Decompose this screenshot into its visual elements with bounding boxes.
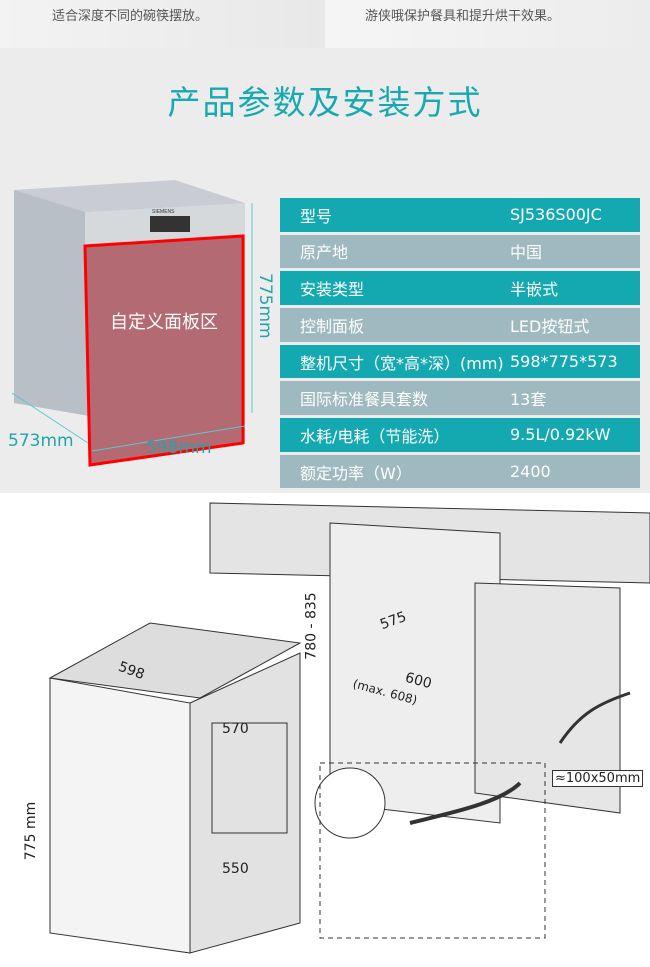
table-row: 原产地 中国: [280, 234, 640, 269]
width-label: 598mm: [146, 438, 212, 458]
spec-key: 型号: [300, 206, 333, 226]
dim-780-835: 780 - 835: [303, 592, 320, 660]
panel-label: 自定义面板区: [110, 312, 218, 333]
spec-value: SJ536S00JC: [510, 205, 602, 225]
dim-775: 775 mm: [23, 801, 40, 861]
spec-table: 型号 SJ536S00JC 原产地 中国 安装类型 半嵌式 控制面板 LED按钮式 整机…: [280, 198, 640, 492]
table-row: 额定功率（W） 2400: [280, 454, 640, 489]
brand-logo: SIEMENS: [152, 209, 175, 215]
spec-key: 控制面板: [300, 316, 365, 336]
spec-key: 国际标准餐具套数: [300, 390, 429, 410]
table-row: 国际标准餐具套数 13套: [280, 381, 640, 415]
installation-diagram: 598 570 550 775 mm 780 - 835 575 600 (ma…: [0, 493, 650, 963]
section-title: 产品参数及安装方式: [167, 83, 483, 122]
spec-value: LED按钮式: [510, 316, 590, 336]
height-label: 775mm: [255, 273, 275, 339]
spec-value: 半嵌式: [510, 280, 559, 300]
top-right-text: 游侠哦保护餐具和提升烘干效果。: [365, 9, 561, 24]
spec-key: 整机尺寸（宽*高*深）(mm): [300, 353, 504, 373]
spec-value: 13套: [510, 390, 547, 410]
spec-section: 产品参数及安装方式 SIEMENS 自定义面板区 775mm 573mm 598…: [0, 48, 650, 493]
spec-key: 额定功率（W）: [300, 463, 412, 483]
installation-drawing: [48, 502, 650, 954]
depth-label: 573mm: [8, 431, 74, 451]
dim-570: 570: [222, 721, 249, 737]
spec-key: 安装类型: [300, 280, 365, 300]
dishwasher-product-image: SIEMENS 自定义面板区: [11, 180, 253, 467]
table-row: 水耗/电耗（节能洗） 9.5L/0.92kW: [280, 418, 640, 452]
table-row: 安装类型 半嵌式: [280, 271, 640, 305]
table-row: 控制面板 LED按钮式: [280, 308, 640, 342]
spec-value: 9.5L/0.92kW: [510, 425, 611, 445]
dim-550: 550: [222, 861, 249, 877]
spec-value: 598*775*573: [510, 352, 618, 371]
table-row: 型号 SJ536S00JC: [280, 198, 640, 232]
spec-key: 水耗/电耗（节能洗）: [300, 426, 450, 446]
top-banner: 适合深度不同的碗筷摆放。 游侠哦保护餐具和提升烘干效果。: [0, 0, 650, 48]
hole-size: ≈100x50mm: [552, 770, 644, 787]
spec-value: 2400: [510, 462, 551, 482]
table-row: 整机尺寸（宽*高*深）(mm) 598*775*573: [280, 344, 640, 379]
spec-key: 原产地: [300, 243, 349, 263]
spec-value: 中国: [510, 243, 543, 263]
top-left-text: 适合深度不同的碗筷摆放。: [52, 9, 209, 24]
